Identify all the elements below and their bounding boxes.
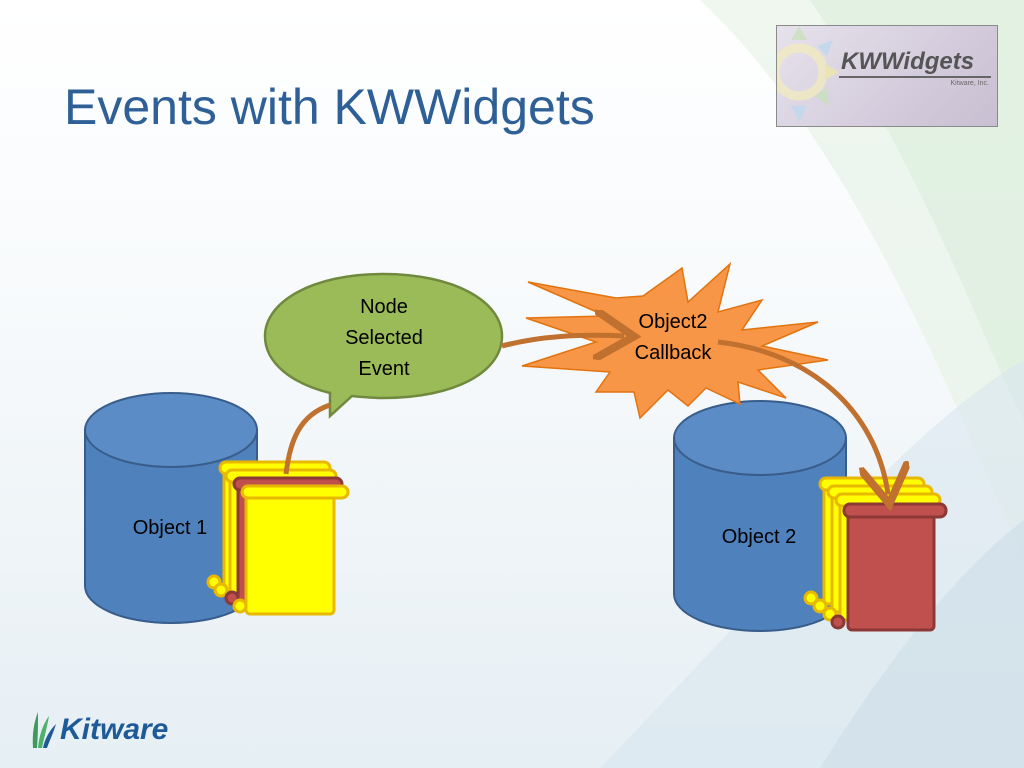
logo-rule: [839, 76, 991, 78]
object2-cylinder: Object 2: [673, 400, 847, 632]
kitware-logo: Kitware: [28, 708, 168, 752]
burst-line2: Callback: [635, 342, 713, 364]
object1-label: Object 1: [133, 517, 207, 539]
bubble-line2: Selected: [345, 327, 423, 349]
callback-to-object2-arrow: [717, 339, 888, 494]
kwwidgets-logo: KWWidgets Kitware, Inc.: [776, 25, 998, 127]
bubble-to-callback-arrow: [501, 335, 624, 346]
bubble-line1: Node: [360, 296, 408, 318]
event-bubble: Node Selected Event: [263, 272, 504, 419]
callback-burst: Object2 Callback: [521, 261, 829, 420]
burst-line1: Object2: [639, 311, 708, 333]
slide-title: Events with KWWidgets: [64, 79, 595, 135]
kitware-leaf-icon: [32, 712, 56, 748]
logo-brand-text: KWWidgets: [841, 48, 975, 75]
sun-icon: [777, 26, 839, 122]
bubble-line3: Event: [358, 358, 410, 380]
object2-label: Object 2: [722, 526, 796, 548]
logo-tagline: Kitware, Inc.: [950, 80, 989, 87]
scroll-to-bubble-arrow: [283, 402, 331, 475]
object1-callback-scrolls: [206, 460, 350, 616]
kitware-brand-text: Kitware: [60, 713, 169, 746]
object2-callback-scrolls: [803, 476, 948, 632]
